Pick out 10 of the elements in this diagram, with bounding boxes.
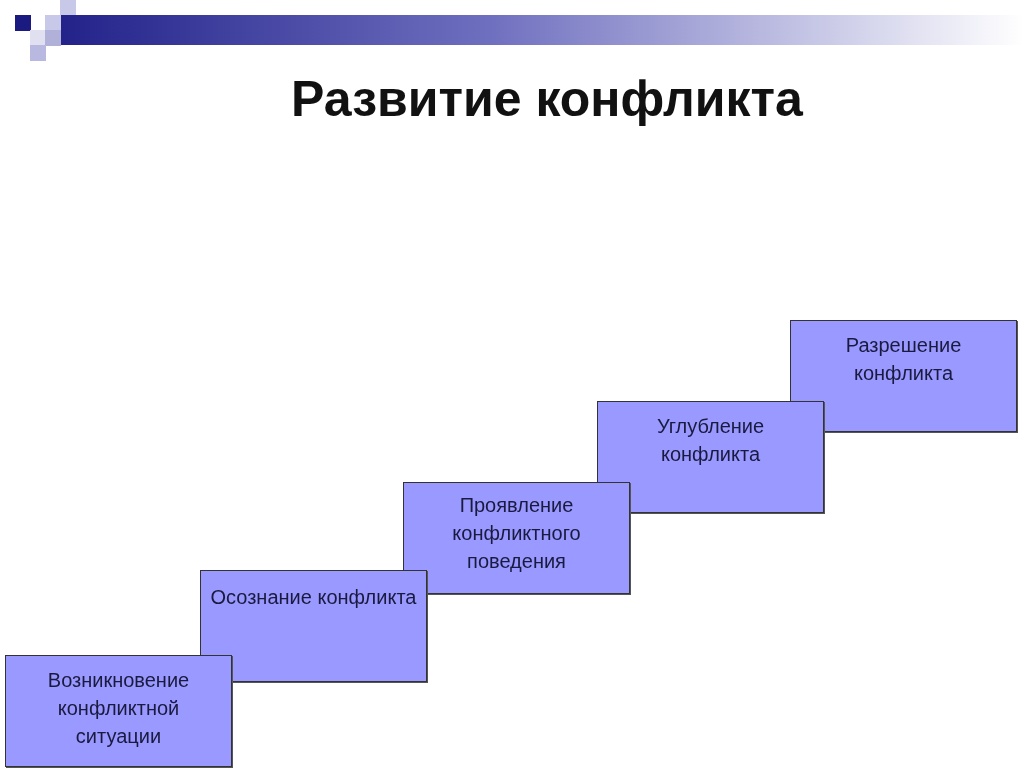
step-box <box>5 655 232 767</box>
step-label: Углубление конфликта <box>655 414 766 467</box>
step-label: Разрешение конфликта <box>844 333 963 386</box>
title: Развитие конфликта <box>290 70 804 128</box>
step-label: Возникновение конфликтной ситуации <box>46 668 191 749</box>
step-box <box>200 570 427 682</box>
step-box <box>790 320 1017 432</box>
step-label: Проявление конфликтного поведения <box>451 493 582 574</box>
step-box <box>597 401 824 513</box>
step-label: Осознание конфликта <box>210 585 417 610</box>
